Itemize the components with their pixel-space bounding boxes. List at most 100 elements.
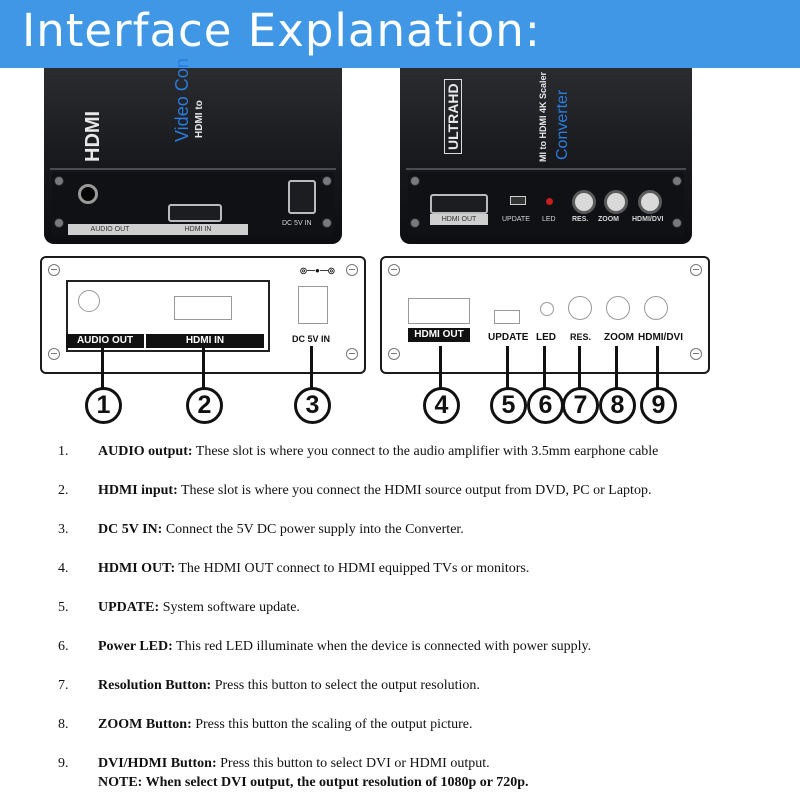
callout-5: 5 (490, 387, 527, 424)
audio-jack-icon (78, 184, 98, 204)
callout-3: 3 (294, 387, 331, 424)
callout-9: 9 (640, 387, 677, 424)
callout-line (656, 346, 659, 388)
item-number: 3. (58, 522, 69, 537)
device-zoom-label: ZOOM (598, 216, 619, 223)
item-term: Resolution Button: (98, 678, 212, 693)
list-item-9: 9.DVI/HDMI Button: Press this button to … (58, 756, 778, 772)
screw-icon (672, 176, 682, 186)
screw-icon (54, 176, 64, 186)
item-description: These slot is where you connect the HDMI… (177, 483, 652, 498)
hdmi-in-label: HDMI IN (146, 334, 264, 348)
item-term: DVI/HDMI Button: (98, 756, 217, 771)
list-item-8: 8.ZOOM Button: Press this button the sca… (58, 717, 778, 733)
screw-icon (346, 264, 358, 276)
item-description: System software update. (159, 600, 300, 615)
item-term: UPDATE: (98, 600, 160, 615)
screw-icon (346, 348, 358, 360)
device-update-label: UPDATE (502, 216, 530, 223)
item-number: 9. (58, 756, 69, 771)
callout-line (202, 346, 205, 388)
ultrahd-logo: ULTRAHD (444, 79, 462, 154)
zoom-button-outline-icon (606, 296, 630, 320)
screw-icon (48, 264, 60, 276)
screw-icon (672, 218, 682, 228)
usb-port-outline (494, 310, 520, 324)
screw-icon (54, 218, 64, 228)
item-term: ZOOM Button: (98, 717, 192, 732)
screw-icon (322, 176, 332, 186)
item-number: 4. (58, 561, 69, 576)
list-item-7: 7.Resolution Button: Press this button t… (58, 678, 778, 694)
list-item-3: 3. DC 5V IN: Connect the 5V DC power supp… (58, 522, 778, 538)
update-label: UPDATE (488, 332, 529, 343)
item-description: Connect the 5V DC power supply into the … (162, 522, 464, 537)
callout-8: 8 (599, 387, 636, 424)
callout-line (310, 346, 313, 388)
list-item-6: 6. Power LED: This red LED illuminate whe… (58, 639, 778, 655)
dc-port-outline (298, 286, 328, 324)
list-item-2: 2. HDMI input: These slot is where you co… (58, 483, 778, 499)
page-title: Interface Explanation: (22, 4, 541, 57)
res-button-icon (572, 190, 596, 214)
list-item-1: 1.AUDIO output: These slot is where you … (58, 444, 778, 460)
mode-button-outline-icon (644, 296, 668, 320)
device-audio-label: AUDIO OUT (68, 224, 152, 235)
screw-icon (410, 176, 420, 186)
callout-line (543, 346, 546, 388)
item-number: 1. (58, 444, 69, 459)
callout-line (506, 346, 509, 388)
hdmi-port-icon (168, 204, 222, 222)
hdmi-out-port-outline (408, 298, 470, 324)
item-term: HDMI input: (98, 483, 178, 498)
callout-line (101, 346, 104, 388)
device-sub-text: HDMI to (194, 100, 205, 138)
zoom-label: ZOOM (604, 332, 634, 343)
device-photo-left: HDMI Video Con HDMI to AUDIO OUT HDMI IN… (44, 58, 342, 244)
hdmi-dvi-label: HDMI/DVI (638, 332, 683, 343)
dc-5v-in-label: DC 5V IN (292, 334, 331, 344)
callout-line (578, 346, 581, 388)
item-term: HDMI OUT: (98, 561, 176, 576)
audio-jack-icon (78, 290, 100, 312)
item-term: DC 5V IN: (98, 522, 163, 537)
header-banner: Interface Explanation: (0, 0, 800, 68)
list-item-5: 5.UPDATE: System software update. (58, 600, 778, 616)
item-number: 6. (58, 639, 69, 654)
schematic-panel-right: HDMI OUT UPDATE LED RES. ZOOM HDMI/DVI (380, 256, 710, 374)
device-photo-right: ULTRAHD Converter MI to HDMI 4K Scaler H… (400, 68, 692, 244)
device-model-text: Video Con (172, 58, 192, 142)
device-edge (50, 168, 336, 170)
hdmi-out-label: HDMI OUT (408, 328, 470, 342)
item-term: AUDIO output: (98, 444, 193, 459)
dc-pin-icon: ◎―●―◎ (300, 266, 335, 275)
red-led-icon (546, 198, 553, 205)
callout-6: 6 (527, 387, 564, 424)
callout-7: 7 (562, 387, 599, 424)
mode-button-icon (638, 190, 662, 214)
screw-icon (690, 348, 702, 360)
hdmi-logo: HDMI (82, 110, 104, 162)
res-label: RES. (570, 332, 592, 342)
item-description: This red LED illuminate when the device … (172, 639, 592, 654)
screw-icon (322, 218, 332, 228)
device-hdmi-label: HDMI IN (148, 224, 248, 235)
callout-2: 2 (186, 387, 223, 424)
audio-out-label: AUDIO OUT (66, 334, 144, 348)
screw-icon (690, 264, 702, 276)
callout-line (439, 346, 442, 388)
callout-1: 1 (85, 387, 122, 424)
zoom-button-icon (604, 190, 628, 214)
device-sub-text: MI to HDMI 4K Scaler (538, 71, 548, 162)
item-number: 2. (58, 483, 69, 498)
dc-jack-icon (288, 180, 316, 214)
usb-port-icon (510, 196, 526, 205)
device-edge (406, 168, 686, 170)
screw-icon (388, 264, 400, 276)
hdmi-port-icon (430, 194, 488, 214)
hdmi-port-outline (174, 296, 232, 320)
item-description: The HDMI OUT connect to HDMI equipped TV… (175, 561, 530, 576)
device-model-text: Converter (554, 89, 571, 160)
callout-4: 4 (423, 387, 460, 424)
item-term: Power LED: (98, 639, 173, 654)
